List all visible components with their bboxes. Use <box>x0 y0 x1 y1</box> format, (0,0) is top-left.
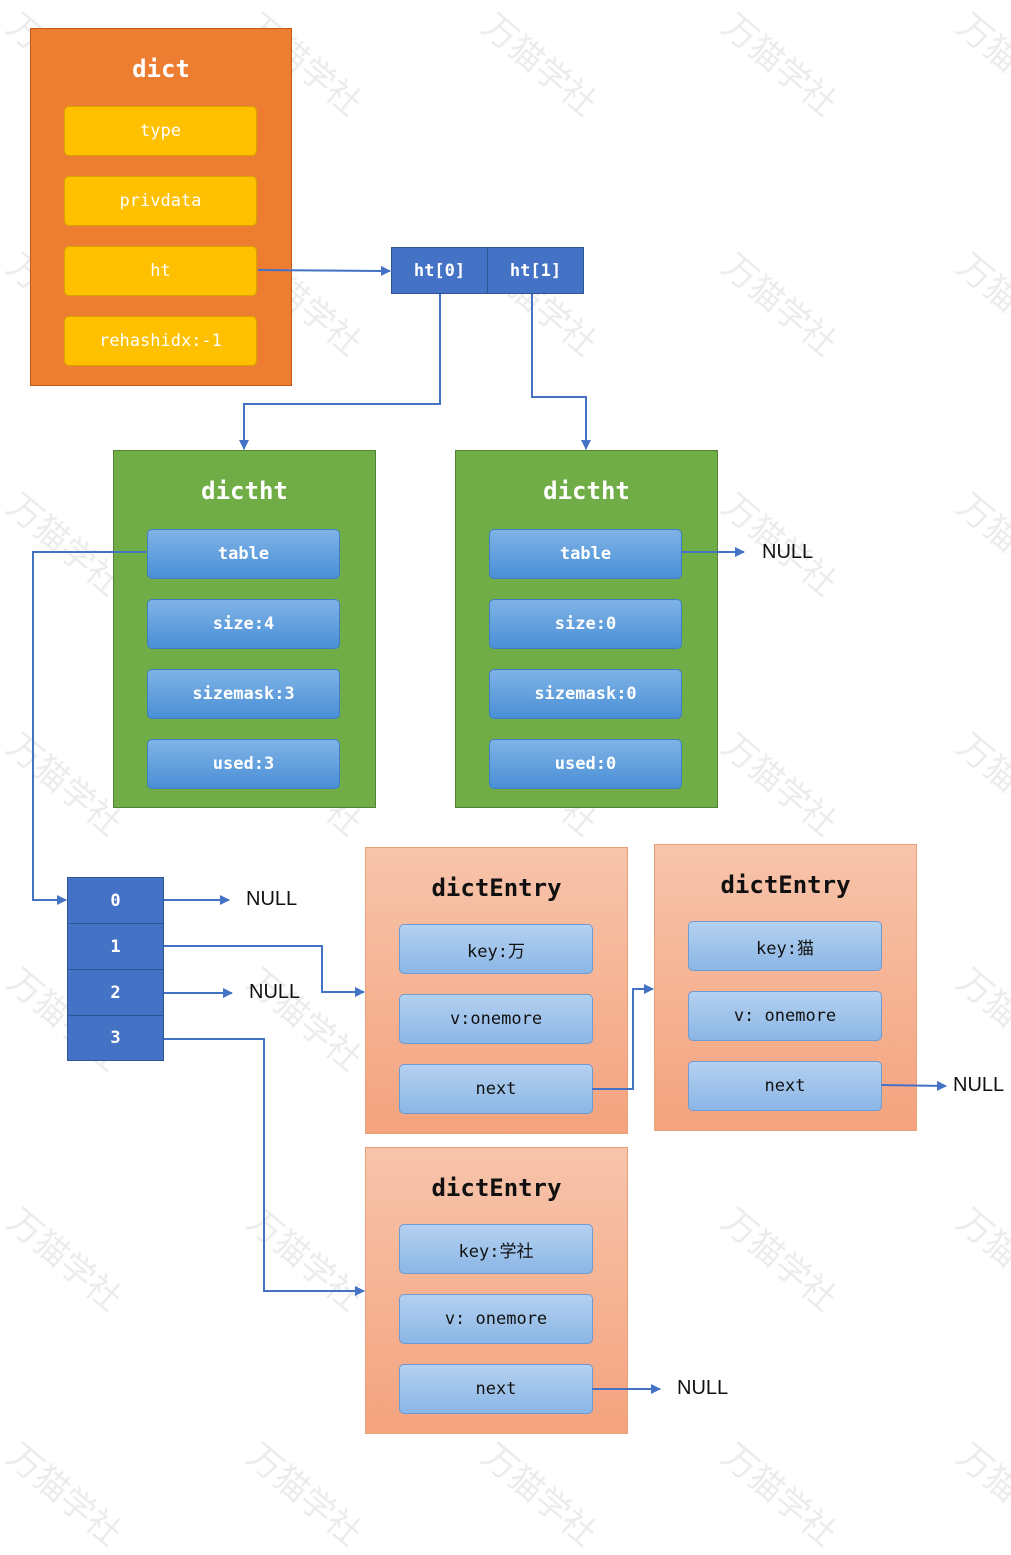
dict-entry-xueshe: dictEntry key:学社 v: onemore next <box>365 1147 628 1434</box>
dictht-1-title: dictht <box>543 477 630 505</box>
dictht-0-size: size:4 <box>147 599 340 649</box>
dictht-0: dictht table size:4 sizemask:3 used:3 <box>113 450 376 808</box>
dictht-0-table: table <box>147 529 340 579</box>
arrow-ht0-to-dictht0 <box>239 294 441 450</box>
arrow-bucket3-to-entry <box>164 1038 365 1296</box>
dictht-0-used: used:3 <box>147 739 340 789</box>
dict-entry-wan-key: key:万 <box>399 924 593 974</box>
dict-entry-wan-value: v:onemore <box>399 994 593 1044</box>
arrow-bucket1-to-entry <box>164 945 365 997</box>
dict-field-privdata: privdata <box>64 176 257 226</box>
dict-entry-mao-value: v: onemore <box>688 991 882 1041</box>
null-label-bucket-2: NULL <box>249 981 301 1003</box>
dictht-1-size: size:0 <box>489 599 682 649</box>
ht-1-cell: ht[1] <box>487 247 584 294</box>
dict-entry-mao: dictEntry key:猫 v: onemore next <box>654 844 917 1131</box>
dictht-1-used: used:0 <box>489 739 682 789</box>
arrow-dictht0-table-to-array <box>32 551 146 905</box>
null-label-bucket-0: NULL <box>246 888 298 910</box>
dict-entry-mao-next: next <box>688 1061 882 1111</box>
dictht-1: dictht table size:0 sizemask:0 used:0 <box>455 450 718 808</box>
dict-struct: dict type privdata ht rehashidx:-1 <box>30 28 292 386</box>
table-cell-1: 1 <box>67 923 164 970</box>
dict-field-ht: ht <box>64 246 257 296</box>
null-label-entry-xueshe-next: NULL <box>677 1377 729 1399</box>
dictht-0-title: dictht <box>201 477 288 505</box>
dict-entry-wan-next: next <box>399 1064 593 1114</box>
arrow-entry-wan-next <box>592 984 654 1090</box>
dict-entry-mao-title: dictEntry <box>720 871 851 899</box>
dict-field-type: type <box>64 106 257 156</box>
null-label-entry-mao-next: NULL <box>953 1074 1005 1096</box>
dict-entry-xueshe-value: v: onemore <box>399 1294 593 1344</box>
dictht-0-sizemask: sizemask:3 <box>147 669 340 719</box>
dict-entry-xueshe-title: dictEntry <box>431 1174 562 1202</box>
dict-field-rehashidx: rehashidx:-1 <box>64 316 257 366</box>
dict-title: dict <box>132 55 190 83</box>
table-cell-3: 3 <box>67 1015 164 1061</box>
dict-entry-xueshe-next: next <box>399 1364 593 1414</box>
dictht-1-table: table <box>489 529 682 579</box>
ht-0-cell: ht[0] <box>391 247 488 294</box>
dict-entry-xueshe-key: key:学社 <box>399 1224 593 1274</box>
dict-entry-wan-title: dictEntry <box>431 874 562 902</box>
arrow-ht1-to-dictht1 <box>531 294 591 450</box>
dictht-1-sizemask: sizemask:0 <box>489 669 682 719</box>
arrow-entry-mao-next-null <box>880 1080 947 1091</box>
dict-entry-mao-key: key:猫 <box>688 921 882 971</box>
arrow-ht-to-htarray <box>257 265 391 276</box>
null-label-dictht1-table: NULL <box>762 541 814 563</box>
table-cell-0: 0 <box>67 877 164 924</box>
dict-entry-wan: dictEntry key:万 v:onemore next <box>365 847 628 1134</box>
connector-layer <box>32 265 947 1394</box>
